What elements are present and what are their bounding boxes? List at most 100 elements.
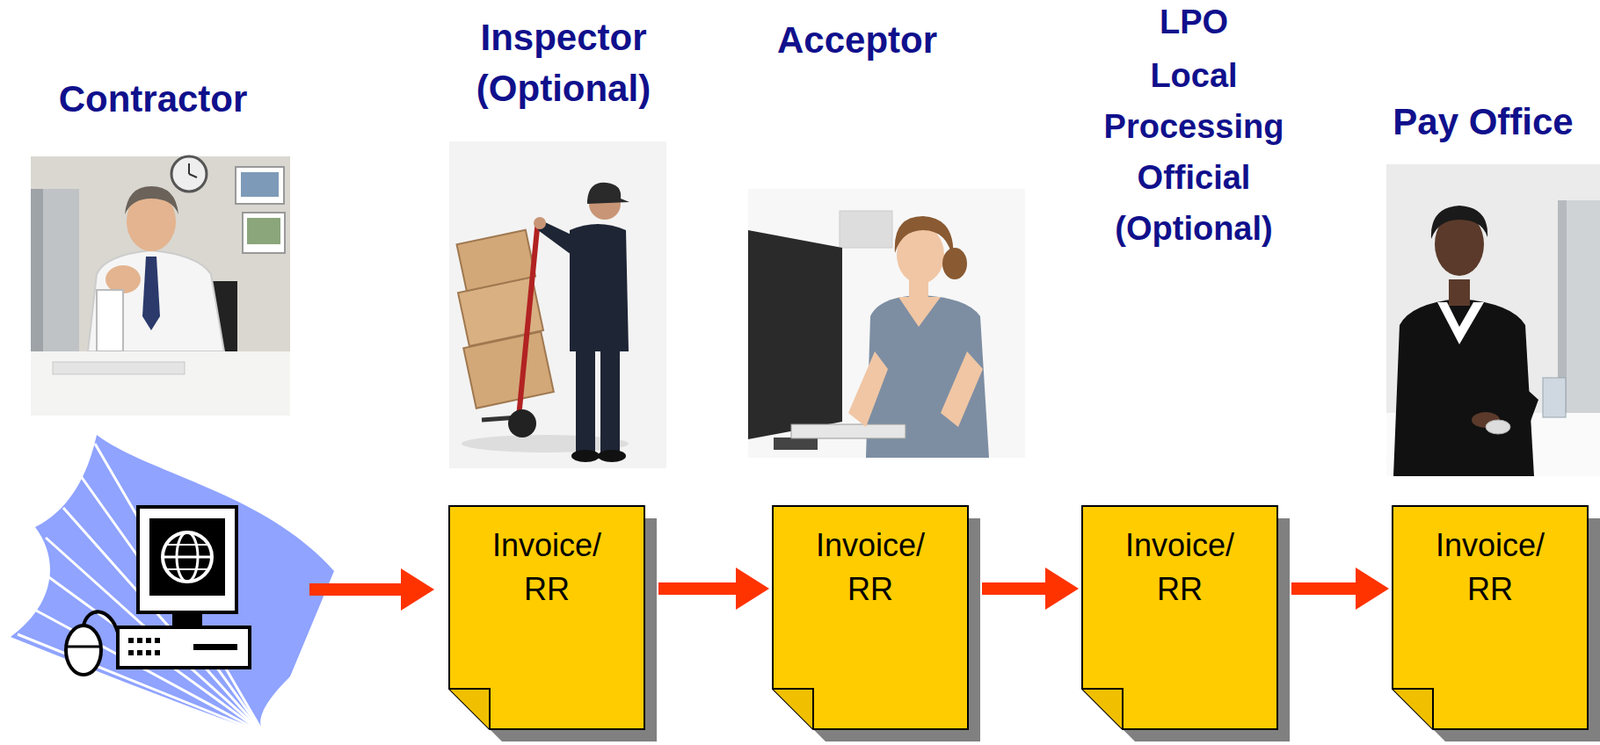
submit-arrow-part xyxy=(309,583,403,597)
document-label: Invoice/ RR xyxy=(1113,523,1246,612)
computer-icon-part xyxy=(162,556,212,560)
computer-icon-part xyxy=(128,638,134,644)
acceptor-photo-part xyxy=(839,210,893,248)
contractor-photo-part xyxy=(171,156,207,192)
contractor-photo-part xyxy=(30,351,291,416)
contractor-photo-part xyxy=(189,174,197,178)
pay-office-photo-part xyxy=(1431,205,1488,240)
computer-icon-part xyxy=(154,650,160,656)
submit-arrow-part xyxy=(400,568,435,611)
computer-icon-part xyxy=(94,443,264,735)
document-fold xyxy=(772,689,814,730)
computer-icon-part xyxy=(17,443,264,735)
computer-icon-part xyxy=(10,435,335,735)
inspector-photo-part xyxy=(449,141,667,469)
computer-icon-part xyxy=(28,606,264,735)
computer-icon-part xyxy=(154,638,160,644)
inspector-photo-part xyxy=(600,344,620,455)
inspector-photo-part xyxy=(575,344,596,455)
computer-icon-part xyxy=(128,650,134,656)
document-outline xyxy=(772,506,968,730)
document-fold xyxy=(1082,689,1123,730)
document-text-area: Invoice/ RR xyxy=(1082,506,1278,621)
inspector-photo-part xyxy=(569,224,629,352)
document-outline xyxy=(1082,506,1278,730)
contractor-photo-part xyxy=(52,362,185,375)
role-title: Pay Office xyxy=(1368,96,1598,148)
document-label: Invoice/ RR xyxy=(480,523,613,612)
document-text-area: Invoice/ RR xyxy=(449,506,645,621)
inspector-photo-part xyxy=(533,217,546,230)
inspector-photo-part xyxy=(442,230,560,409)
invoice-document: Invoice/ RR xyxy=(449,506,645,730)
document-outline xyxy=(1392,506,1588,730)
document-outline xyxy=(449,506,645,730)
submit-arrow xyxy=(309,568,435,611)
computer-icon-part xyxy=(138,507,237,613)
pay-office-photo-part xyxy=(1386,164,1600,477)
document-fold xyxy=(449,689,490,730)
computer-icon-part xyxy=(128,638,238,656)
role-title: LPO xyxy=(1105,0,1282,44)
contractor-photo-part xyxy=(247,218,281,245)
contractor-photo-part xyxy=(240,172,279,197)
pay-office-photo-part xyxy=(1485,420,1511,435)
contractor-photo-part xyxy=(235,167,284,204)
contractor-photo-part xyxy=(30,156,291,416)
document-text-area: Invoice/ RR xyxy=(772,506,968,621)
role-title: Inspector (Optional) xyxy=(458,12,670,115)
acceptor-photo xyxy=(748,189,1026,459)
computer-icon-part xyxy=(137,638,143,644)
document-fold xyxy=(1392,689,1433,730)
computer-icon-part xyxy=(65,625,102,676)
flow-arrow xyxy=(658,582,738,596)
acceptor-photo-part xyxy=(940,351,983,428)
contractor-photo-part xyxy=(30,189,44,352)
acceptor-photo-part xyxy=(898,297,941,328)
role-title: Local Processing Official (Optional) xyxy=(1099,50,1289,255)
invoice-document: Invoice/ RR xyxy=(1082,506,1278,730)
flow-arrow xyxy=(1291,582,1358,596)
role-title: Contractor xyxy=(12,73,294,125)
inspector-photo-part xyxy=(508,409,537,438)
flow-arrow xyxy=(981,582,1048,596)
invoice-document: Invoice/ RR xyxy=(772,506,968,730)
pay-office-photo-part xyxy=(1437,302,1484,345)
document-text-area: Invoice/ RR xyxy=(1392,506,1588,621)
computer-icon-part xyxy=(193,644,238,651)
computer-icon xyxy=(10,435,335,735)
inspector-photo-part xyxy=(571,450,600,463)
computer-icon-part xyxy=(80,476,264,735)
computer-icon-part xyxy=(162,532,212,582)
contractor-photo xyxy=(30,156,291,416)
acceptor-photo-part xyxy=(773,437,818,451)
inspector-photo-part xyxy=(587,182,630,204)
contractor-photo-part xyxy=(87,250,225,352)
inspector-photo-part xyxy=(518,219,539,418)
document-label: Invoice/ RR xyxy=(804,523,937,612)
acceptor-photo-part xyxy=(942,247,968,280)
computer-icon-part xyxy=(145,650,152,656)
computer-icon-part xyxy=(117,627,250,669)
acceptor-photo-part xyxy=(748,189,1026,459)
document-label: Invoice/ RR xyxy=(1424,523,1557,612)
acceptor-photo-part xyxy=(748,230,843,440)
invoice-document: Invoice/ RR xyxy=(1392,506,1588,730)
computer-icon-part xyxy=(149,518,226,597)
contractor-photo-part xyxy=(30,189,80,352)
pay-office-photo-part xyxy=(1542,378,1566,418)
contractor-photo-part xyxy=(124,186,179,215)
inspector-photo-part xyxy=(457,230,536,291)
role-title: Acceptor xyxy=(742,14,972,66)
inspector-photo xyxy=(442,141,667,469)
computer-icon-part xyxy=(172,612,203,628)
computer-icon-part xyxy=(167,544,208,546)
contractor-photo-part xyxy=(242,212,285,254)
computer-icon-part xyxy=(167,568,208,571)
computer-icon-part xyxy=(145,638,152,644)
pay-office-photo-part xyxy=(1448,279,1470,306)
acceptor-photo-part xyxy=(894,216,954,261)
contractor-photo-part xyxy=(188,163,190,175)
inspector-photo-part xyxy=(597,450,626,463)
computer-icon-part xyxy=(63,508,264,735)
